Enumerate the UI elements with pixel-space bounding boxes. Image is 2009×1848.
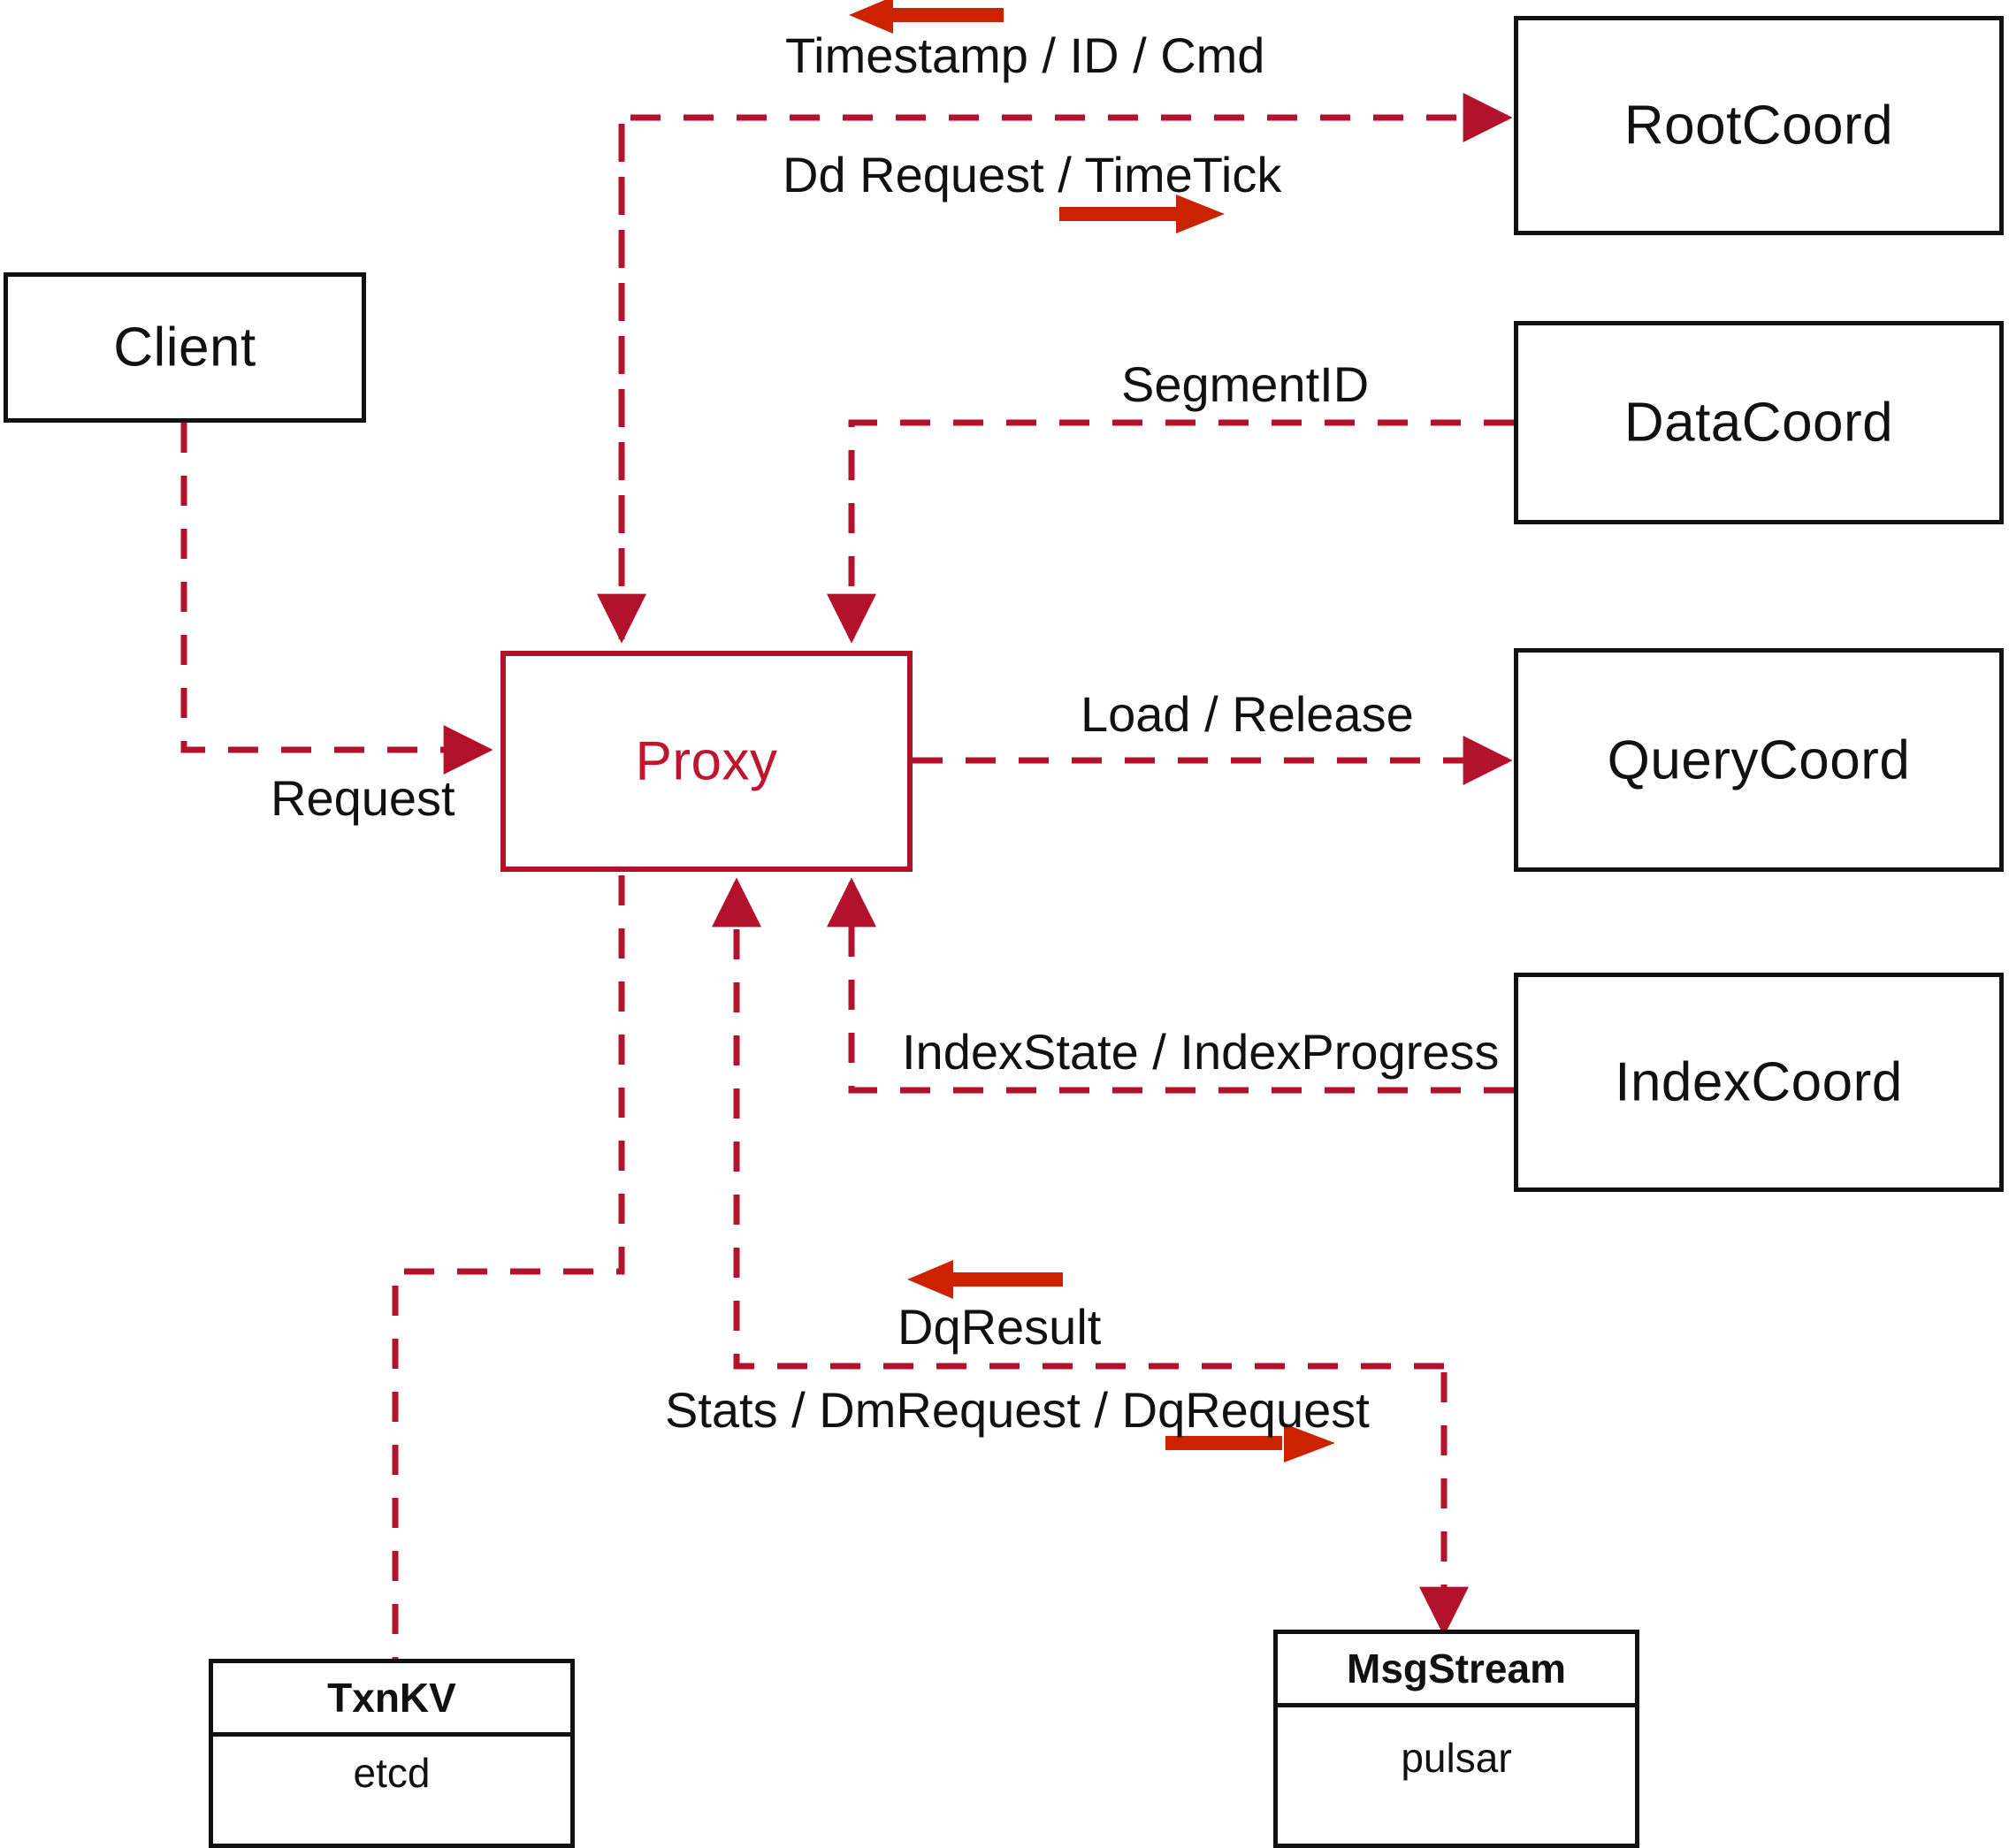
node-client-label: Client [113,317,256,378]
label-load-release: Load / Release [1081,686,1414,742]
node-txnkv-header: TxnKV [213,1663,570,1737]
node-txnkv[interactable]: TxnKV etcd [209,1659,575,1848]
dqresult-direction-arrow [907,1260,1063,1299]
node-querycoord[interactable]: QueryCoord [1514,648,2004,872]
node-proxy[interactable]: Proxy [500,651,913,872]
node-datacoord-label: DataCoord [1623,392,1894,454]
node-msgstream[interactable]: MsgStream pulsar [1273,1630,1639,1848]
label-dd-request-timetick: Dd Request / TimeTick [783,147,1282,202]
label-request: Request [271,770,455,826]
node-msgstream-header: MsgStream [1278,1634,1635,1707]
label-timestamp-id-cmd: Timestamp / ID / Cmd [785,27,1265,83]
node-rootcoord-label: RootCoord [1623,95,1894,157]
ddrequest-direction-arrow [1059,195,1225,233]
stats-direction-arrow [1165,1424,1335,1462]
label-index-state-progress: IndexState / IndexProgress [902,1024,1500,1080]
edge-msgstream-to-proxy [712,877,1444,1370]
label-segment-id: SegmentID [1121,356,1370,412]
label-dq-result: DqResult [898,1299,1102,1355]
node-msgstream-body: pulsar [1401,1735,1512,1781]
edge-client-to-proxy [180,423,493,775]
node-querycoord-label: QueryCoord [1607,729,1911,790]
edge-proxy-to-txnkv [392,875,625,1662]
edge-indexcoord-to-proxy [827,877,1514,1094]
node-rootcoord[interactable]: RootCoord [1514,16,2004,235]
node-indexcoord[interactable]: IndexCoord [1514,973,2004,1192]
timestamp-direction-arrow [849,0,1004,34]
node-datacoord[interactable]: DataCoord [1514,321,2004,524]
node-indexcoord-label: IndexCoord [1615,1051,1903,1113]
edge-datacoord-to-proxy [827,419,1514,644]
node-txnkv-body: etcd [353,1749,431,1796]
label-stats-dm-dq-request: Stats / DmRequest / DqRequest [665,1382,1370,1438]
node-client[interactable]: Client [4,272,366,423]
node-proxy-label: Proxy [635,730,778,792]
